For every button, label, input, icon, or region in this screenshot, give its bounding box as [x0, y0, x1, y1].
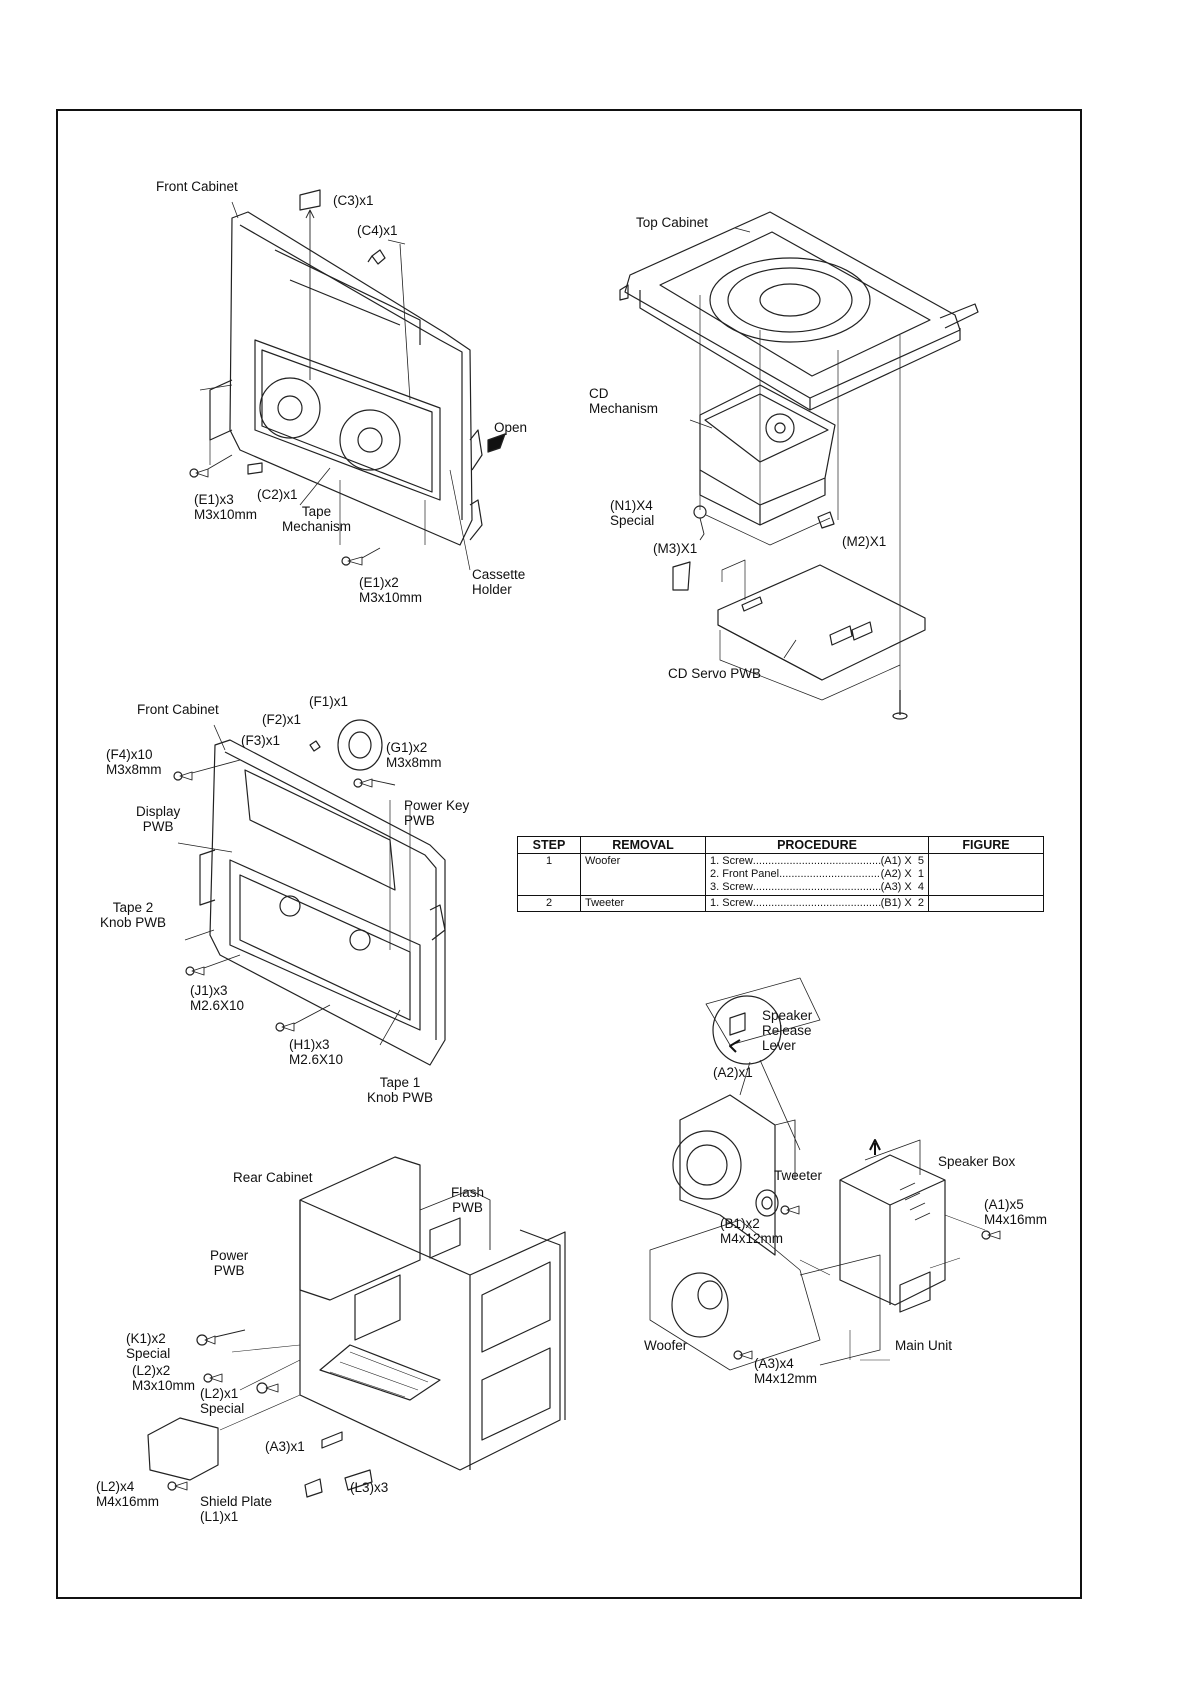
label-main-unit: Main Unit	[895, 1338, 953, 1353]
label-m2: (M2)X1	[842, 534, 887, 549]
label-power-key-pwb: Power Key PWB	[404, 798, 470, 828]
label-a2: (A2)x1	[713, 1065, 753, 1080]
label-a1: (A1)x5 M4x16mm	[984, 1197, 1048, 1227]
procedure-qty: 2	[917, 897, 924, 909]
cell-removal: Tweeter	[580, 895, 706, 912]
label-cd-servo-pwb: CD Servo PWB	[668, 666, 762, 681]
front-cabinet-tape-figure	[189, 189, 506, 571]
label-e1-x3: (E1)x3 M3x10mm	[194, 492, 258, 522]
procedure-ref: (A2) X	[880, 868, 912, 880]
table-header-row: STEP REMOVAL PROCEDURE FIGURE	[517, 836, 1044, 854]
label-power-pwb: Power PWB	[210, 1248, 249, 1278]
label-tweeter: Tweeter	[774, 1168, 823, 1183]
label-l2-x1: (L2)x1 Special	[200, 1386, 245, 1416]
label-f4: (F4)x10 M3x8mm	[106, 747, 162, 777]
label-f1: (F1)x1	[309, 694, 349, 709]
cell-procedure: 1. Screw (B1) X 2	[705, 895, 929, 912]
label-rear-cabinet: Rear Cabinet	[233, 1170, 313, 1185]
label-m3: (M3)X1	[653, 541, 698, 556]
label-c2: (C2)x1	[257, 487, 298, 502]
header-procedure: PROCEDURE	[705, 836, 929, 854]
procedure-line: 1. Screw (A1) X 5	[710, 855, 924, 868]
label-e1-x2: (E1)x2 M3x10mm	[359, 575, 423, 605]
procedure-item: 3. Screw	[710, 881, 753, 893]
cell-figure	[928, 895, 1044, 912]
procedure-ref: (B1) X	[880, 897, 912, 909]
label-flash-pwb: Flash PWB	[451, 1185, 485, 1215]
cell-step: 1	[517, 853, 581, 896]
label-f3: (F3)x1	[241, 733, 281, 748]
label-n1: (N1)X4 Special	[610, 498, 655, 528]
label-front-cabinet-2: Front Cabinet	[137, 702, 219, 717]
speaker-box-figure	[649, 977, 1001, 1371]
label-l2-x4: (L2)x4 M4x16mm	[96, 1479, 160, 1509]
label-top-cabinet: Top Cabinet	[636, 215, 709, 230]
label-j1: (J1)x3 M2.6X10	[190, 983, 245, 1013]
cell-removal: Woofer	[580, 853, 706, 896]
label-l3: (L3)x3	[350, 1480, 389, 1495]
procedure-qty: 1	[917, 868, 924, 880]
table-row: 2 Tweeter 1. Screw (B1) X 2	[517, 895, 1044, 912]
header-step: STEP	[517, 836, 581, 854]
label-f2: (F2)x1	[262, 712, 302, 727]
label-display-pwb: Display PWB	[136, 804, 181, 834]
procedure-item: 1. Screw	[710, 855, 753, 867]
header-figure: FIGURE	[928, 836, 1044, 854]
cell-figure	[928, 853, 1044, 896]
removal-procedure-table: STEP REMOVAL PROCEDURE FIGURE 1 Woofer 1…	[517, 836, 1044, 912]
label-c4: (C4)x1	[357, 223, 398, 238]
label-cd-mechanism: CD Mechanism	[589, 386, 659, 416]
label-front-cabinet-1: Front Cabinet	[156, 179, 238, 194]
label-g1: (G1)x2 M3x8mm	[386, 740, 442, 770]
label-speaker-box: Speaker Box	[938, 1154, 1016, 1169]
page-frame	[56, 109, 1082, 1599]
label-a3-x4: (A3)x4 M4x12mm	[754, 1356, 818, 1386]
label-speaker-release-lever: Speaker Release Lever	[762, 1008, 813, 1053]
procedure-qty: 5	[917, 855, 924, 867]
procedure-item: 2. Front Panel	[710, 868, 780, 880]
cell-step: 2	[517, 895, 581, 912]
procedure-line: 2. Front Panel (A2) X 1	[710, 868, 924, 881]
label-tape1-knob-pwb: Tape 1 Knob PWB	[367, 1075, 434, 1105]
procedure-item: 1. Screw	[710, 897, 753, 909]
procedure-qty: 4	[917, 881, 924, 893]
rear-cabinet-figure	[147, 1156, 566, 1498]
label-c3: (C3)x1	[333, 193, 374, 208]
label-shield-plate: Shield Plate (L1)x1	[200, 1494, 273, 1524]
procedure-ref: (A1) X	[880, 855, 912, 867]
table-row: 1 Woofer 1. Screw (A1) X 5 2. Front Pane…	[517, 853, 1044, 896]
header-removal: REMOVAL	[580, 836, 706, 854]
label-open: Open	[494, 420, 528, 435]
label-tape-mechanism: Tape Mechanism	[282, 504, 352, 534]
label-k1: (K1)x2 Special	[126, 1331, 171, 1361]
label-a3-x1: (A3)x1	[265, 1439, 305, 1454]
procedure-ref: (A3) X	[880, 881, 912, 893]
procedure-line: 3. Screw (A3) X 4	[710, 881, 924, 894]
label-cassette-holder: Cassette Holder	[472, 567, 526, 597]
label-tape2-knob-pwb: Tape 2 Knob PWB	[100, 900, 167, 930]
cell-procedure: 1. Screw (A1) X 5 2. Front Panel (A2) X …	[705, 853, 929, 896]
front-cabinet-pwb-figure	[173, 719, 446, 1066]
label-l2-x2: (L2)x2 M3x10mm	[132, 1363, 196, 1393]
label-woofer: Woofer	[644, 1338, 688, 1353]
procedure-line: 1. Screw (B1) X 2	[710, 897, 924, 910]
label-h1: (H1)x3 M2.6X10	[289, 1037, 344, 1067]
top-cabinet-cd-figure	[619, 211, 979, 720]
label-b1: (B1)x2 M4x12mm	[720, 1216, 784, 1246]
